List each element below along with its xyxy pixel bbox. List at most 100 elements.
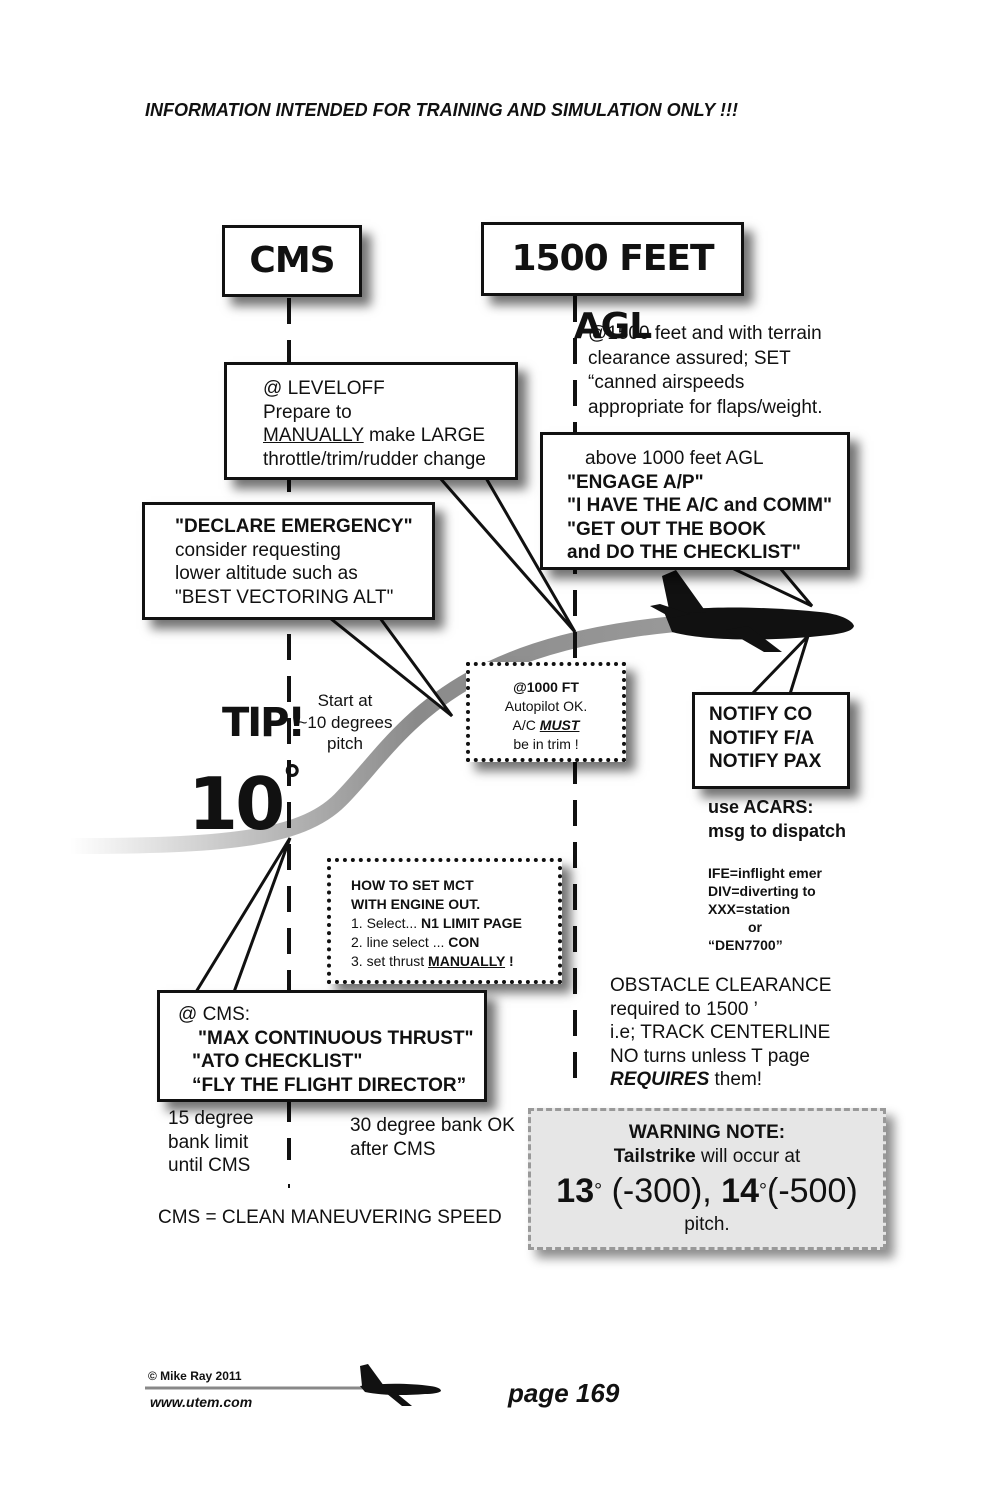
manually-emphasis: MANUALLY <box>263 425 364 446</box>
codes-line-3: XXX=station <box>708 901 791 917</box>
tip-value: 10 <box>188 762 285 846</box>
must-emphasis: MUST <box>539 717 580 733</box>
leveloff-line-3: MANUALLY make LARGE <box>263 424 515 448</box>
mct-line-3a: 1. Select... <box>351 915 422 931</box>
mct-line-3: 1. Select... N1 LIMIT PAGE <box>351 914 558 933</box>
terrain-line-2: clearance assured; SET <box>588 347 791 369</box>
tailstrike-emphasis: Tailstrike <box>613 1146 696 1167</box>
mct-line-4b: CON <box>448 934 480 950</box>
terrain-line-1: @1500 feet and with terrain <box>588 323 822 344</box>
copyright: © Mike Ray 2011 <box>148 1369 242 1383</box>
warning-value-13: 13 <box>556 1172 595 1210</box>
atcms-line-2: "MAX CONTINUOUS THRUST" <box>198 1027 474 1049</box>
at1000-line-4: be in trim ! <box>513 736 579 752</box>
start-line-3: pitch <box>327 734 363 753</box>
cms-title: CMS <box>222 225 362 297</box>
bank-30-note: 30 degree bank OK after CMS <box>350 1114 515 1161</box>
leveloff-line-2: Prepare to <box>263 401 352 423</box>
mct-callout: HOW TO SET MCT WITH ENGINE OUT. 1. Selec… <box>327 858 562 984</box>
climb-path <box>62 614 708 854</box>
warning-line-4: pitch. <box>684 1214 730 1235</box>
terrain-note: @1500 feet and with terrain clearance as… <box>588 322 822 420</box>
atcms-callout-tail <box>193 837 292 994</box>
terrain-line-3: “canned airspeeds <box>588 372 745 393</box>
notify-line-3: NOTIFY PAX <box>709 751 822 772</box>
codes-line-4: or <box>748 919 762 935</box>
warning-line-2b: will occur at <box>695 1146 801 1167</box>
engage-line-5: and DO THE CHECKLIST" <box>567 542 801 563</box>
degree-14: ° <box>759 1180 767 1202</box>
dispatch-codes: IFE=inflight emer DIV=diverting to XXX=s… <box>708 864 822 954</box>
obstacle-line-5b: them! <box>709 1069 763 1090</box>
obstacle-note: OBSTACLE CLEARANCE required to 1500 ’ i.… <box>610 974 831 1092</box>
mct-line-1: HOW TO SET MCT <box>351 877 474 893</box>
codes-line-1: IFE=inflight emer <box>708 865 822 881</box>
mct-line-4a: 2. line select ... <box>351 934 449 950</box>
start-line-2: ~10 degrees <box>297 712 393 732</box>
obstacle-line-4: NO turns unless T page <box>610 1045 810 1067</box>
bank15-line-1: 15 degree <box>168 1108 254 1129</box>
obstacle-line-5: REQUIRES them! <box>610 1068 831 1092</box>
terrain-line-4: appropriate for flaps/weight. <box>588 396 823 418</box>
engage-line-4: "GET OUT THE BOOK <box>567 518 767 540</box>
page-number: page 169 <box>508 1378 620 1408</box>
mct-line-5b: MANUALLY <box>428 953 506 969</box>
at1000-line-3: A/C MUST <box>470 716 622 735</box>
warning-value-14-note: (-500) <box>767 1172 858 1210</box>
bank-15-note: 15 degree bank limit until CMS <box>168 1107 254 1178</box>
agl-title: 1500 FEET AGL <box>481 222 744 347</box>
tip-label: TIP! <box>222 700 306 746</box>
warning-value-14: 14 <box>721 1172 759 1210</box>
engage-autopilot-callout: above 1000 feet AGL "ENGAGE A/P" "I HAVE… <box>540 432 850 570</box>
leveloff-line-3-rest: make LARGE <box>363 425 486 446</box>
warning-note: WARNING NOTE: Tailstrike will occur at 1… <box>528 1108 886 1250</box>
at1000-line-3a: A/C <box>512 717 540 733</box>
atcms-line-1: @ CMS: <box>178 1004 251 1025</box>
mct-line-5: 3. set thrust MANUALLY ! <box>351 952 558 971</box>
obstacle-line-2: required to 1500 ’ <box>610 998 758 1020</box>
bank30-line-1: 30 degree bank OK <box>350 1115 515 1136</box>
declare-line-4: "BEST VECTORING ALT" <box>175 586 394 608</box>
mct-line-5a: 3. set thrust <box>351 953 429 969</box>
engage-callout-tail <box>731 566 814 608</box>
declare-line-2: consider requesting <box>175 539 341 561</box>
start-line-1: Start at <box>317 691 373 710</box>
at1000-line-2: Autopilot OK. <box>504 698 588 714</box>
requires-emphasis: REQUIRES <box>610 1069 710 1090</box>
at1000-line-1: @1000 FT <box>513 679 579 695</box>
leveloff-line-1: @ LEVELOFF <box>263 378 385 399</box>
declare-line-1: "DECLARE EMERGENCY" <box>175 516 413 537</box>
leveloff-line-4: throttle/trim/rudder change <box>263 448 486 470</box>
acars-line-2: msg to dispatch <box>708 821 847 841</box>
mct-line-2: WITH ENGINE OUT. <box>351 896 481 912</box>
acars-note: use ACARS: msg to dispatch <box>708 795 846 843</box>
bank15-line-3: until CMS <box>168 1155 251 1176</box>
warning-value-13-note: (-300), <box>602 1172 722 1210</box>
header-note: INFORMATION INTENDED FOR TRAINING AND SI… <box>145 100 738 120</box>
at-cms-callout: @ CMS: "MAX CONTINUOUS THRUST" "ATO CHEC… <box>157 990 487 1102</box>
bank30-line-2: after CMS <box>350 1138 436 1160</box>
notify-line-2: NOTIFY F/A <box>709 727 815 749</box>
notify-callout: NOTIFY CO NOTIFY F/A NOTIFY PAX <box>692 692 850 789</box>
codes-line-5: “DEN7700” <box>708 937 783 953</box>
footer-airplane-icon <box>360 1364 441 1406</box>
warning-values: 13° (-300), 14°(-500) <box>531 1169 883 1213</box>
engage-line-2: "ENGAGE A/P" <box>567 471 704 493</box>
obstacle-line-3: i.e; TRACK CENTERLINE <box>610 1022 831 1043</box>
engage-line-1: above 1000 feet AGL <box>585 448 764 469</box>
website-link[interactable]: www.utem.com <box>150 1394 253 1410</box>
warning-title: WARNING NOTE: <box>628 1122 786 1143</box>
engage-line-3: "I HAVE THE A/C and COMM" <box>567 495 833 516</box>
airplane-icon <box>650 570 854 652</box>
acars-line-1: use ACARS: <box>708 797 814 817</box>
warning-line-2: Tailstrike will occur at <box>531 1145 883 1169</box>
obstacle-line-1: OBSTACLE CLEARANCE <box>610 975 832 996</box>
mct-line-5c: ! <box>505 953 514 969</box>
codes-line-2: DIV=diverting to <box>708 883 816 899</box>
notify-line-1: NOTIFY CO <box>709 704 813 725</box>
atcms-line-3: "ATO CHECKLIST" <box>192 1051 363 1072</box>
degree-13: ° <box>594 1180 603 1202</box>
start-pitch-note: Start at ~10 degrees pitch <box>293 690 397 755</box>
cms-definition: CMS = CLEAN MANEUVERING SPEED <box>158 1207 502 1228</box>
at-1000ft-callout: @1000 FT Autopilot OK. A/C MUST be in tr… <box>466 662 626 762</box>
